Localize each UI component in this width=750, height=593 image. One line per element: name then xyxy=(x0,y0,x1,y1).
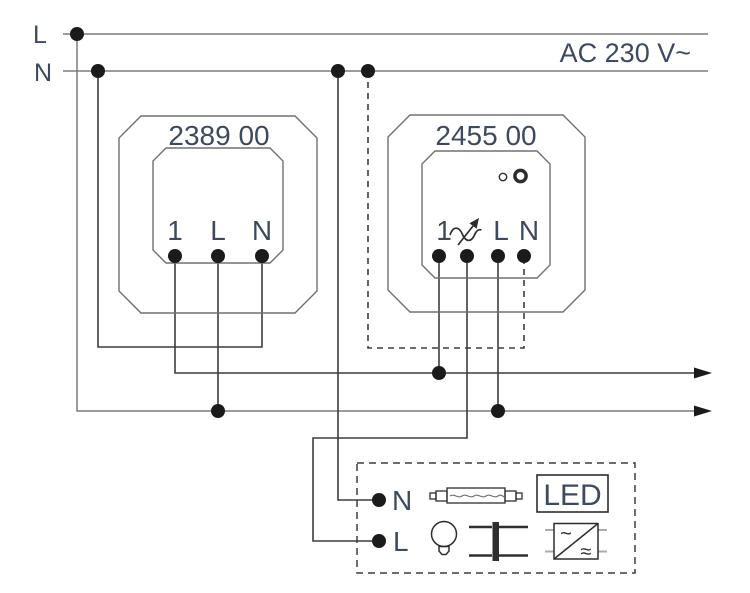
et-ac-symbol: ~ xyxy=(560,523,572,545)
switch-article-number: 2389 00 xyxy=(168,120,269,151)
dimmer-article-number: 2455 00 xyxy=(435,120,536,151)
dimmer-terminal-l-dot xyxy=(491,249,505,263)
et-dc-symbol: ≈ xyxy=(581,541,592,563)
switch-terminal-1-label: 1 xyxy=(167,215,183,246)
dimmer-terminal-n-label: N xyxy=(519,215,539,246)
dimmer-neutral-wire-dashed xyxy=(367,71,525,349)
load-neutral-wire xyxy=(337,71,372,501)
power-rails xyxy=(63,33,712,417)
switch-terminal-n-dot xyxy=(255,249,269,263)
dimmer-adjust-icon xyxy=(449,218,482,246)
switch-terminal-1-dot xyxy=(168,249,182,263)
load-box-outline xyxy=(356,462,636,574)
transformer-icon xyxy=(469,522,528,561)
junction-dot xyxy=(331,64,345,78)
junction-dot xyxy=(432,366,446,380)
load-box: N L LED ~ xyxy=(356,462,636,574)
incandescent-lamp-icon xyxy=(430,520,458,556)
load-neutral-terminal-dot xyxy=(372,493,386,507)
dimmer-outer-frame xyxy=(387,114,586,313)
electronic-transformer-icon: ~ ≈ xyxy=(545,522,607,563)
dimmer-terminal-1-label: 1 xyxy=(436,215,452,246)
dimmer-inner-frame xyxy=(421,150,551,279)
n-rail-label: N xyxy=(34,59,52,87)
load-line-label: L xyxy=(393,526,409,557)
junction-dot xyxy=(91,64,105,78)
led-box-outline xyxy=(536,474,609,513)
l-rail-label: L xyxy=(33,21,47,49)
junction-dots xyxy=(70,27,505,418)
dimmer-output-wire xyxy=(312,263,468,542)
switch-inner-frame xyxy=(152,147,284,264)
switch-device: 2389 00 1 L N xyxy=(118,115,318,314)
junction-dot xyxy=(211,404,225,418)
dimmer-terminal-l-label: L xyxy=(493,215,509,246)
rail-labels: L N AC 230 V~ xyxy=(33,21,691,87)
led-box: LED xyxy=(536,474,609,513)
switch-terminal-l-dot xyxy=(211,249,225,263)
dimmer-terminal-n-dot xyxy=(517,249,531,263)
junction-dot xyxy=(361,64,375,78)
switch-outer-frame xyxy=(118,115,318,314)
dimmer-terminal-out-dot xyxy=(460,249,474,263)
junction-dot xyxy=(70,27,84,41)
l-arrow-icon xyxy=(694,405,712,417)
load-line-terminal-dot xyxy=(372,534,386,548)
load-neutral-label: N xyxy=(392,485,412,516)
l-distribution-wire xyxy=(76,34,695,412)
switch-neutral-wire xyxy=(97,71,263,348)
dimmer-device: 2455 00 1 L N xyxy=(387,114,586,313)
switch-terminal-l-label: L xyxy=(210,215,226,246)
switch-terminal-n-label: N xyxy=(252,215,272,246)
programming-button-icon xyxy=(513,168,528,184)
wires xyxy=(97,71,712,542)
voltage-label: AC 230 V~ xyxy=(560,38,691,68)
status-led-icon xyxy=(498,172,508,182)
junction-dot xyxy=(491,404,505,418)
led-label: LED xyxy=(543,479,601,512)
switch-output-wire xyxy=(174,263,695,374)
dimmer-terminal-1-dot xyxy=(432,249,446,263)
output-arrow-icon xyxy=(694,367,712,379)
fluorescent-lamp-icon xyxy=(429,487,523,504)
